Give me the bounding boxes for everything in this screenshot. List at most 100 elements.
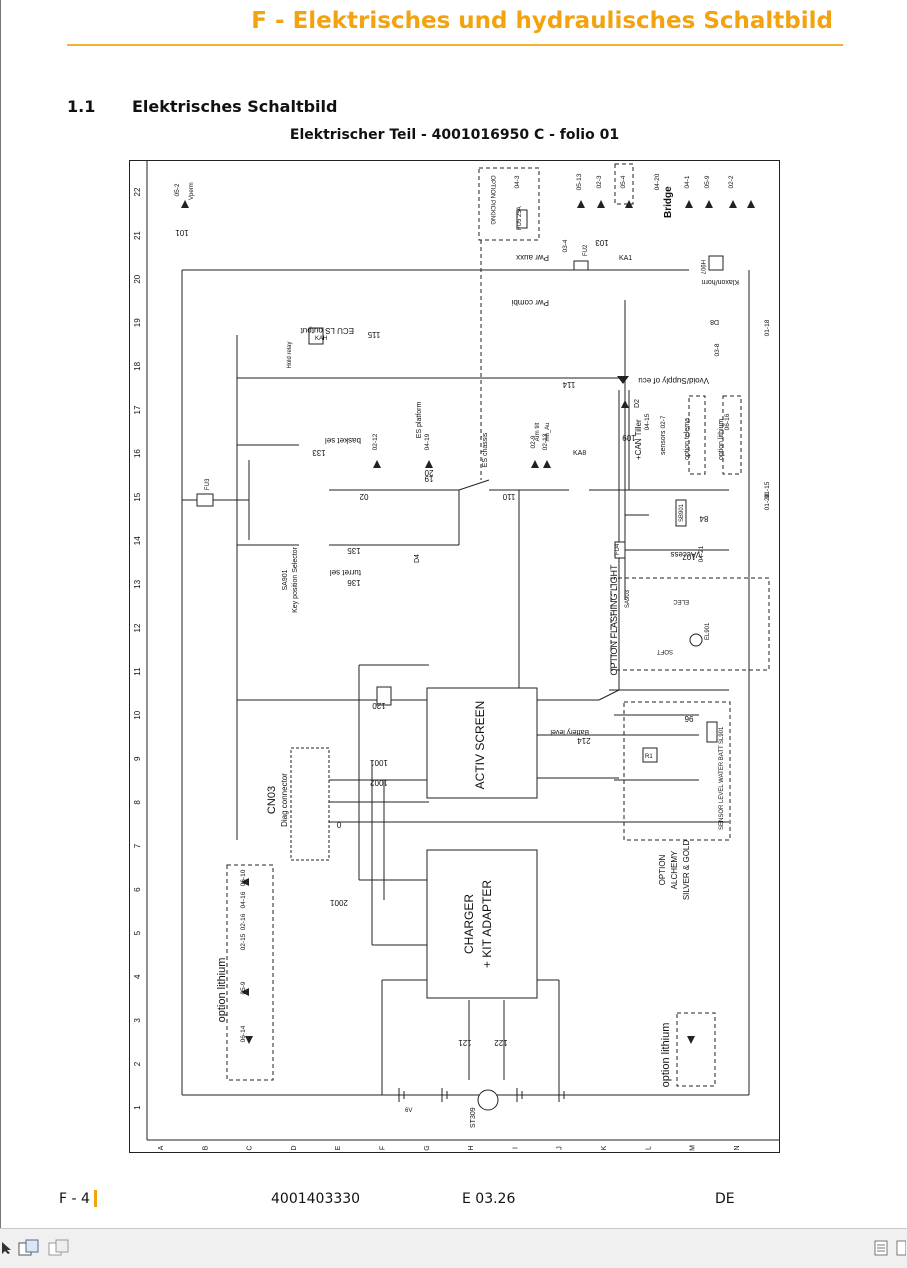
chapter-title: F - Elektrisches und hydraulisches Schal… xyxy=(251,8,833,34)
battery-level-label: Battery level xyxy=(550,728,589,735)
column-letter: I xyxy=(512,1147,519,1149)
cross-reference: 04-19 xyxy=(424,433,431,450)
row-number: 19 xyxy=(133,318,142,327)
fu3-label: FU3 xyxy=(205,478,211,490)
row-number: 6 xyxy=(133,887,142,892)
diagram-subtitle: Elektrischer Teil - 4001016950 C - folio… xyxy=(289,127,620,143)
signal-arrows xyxy=(181,200,755,1044)
column-letter: C xyxy=(247,1145,254,1150)
sa903-label: SA903 xyxy=(625,589,631,608)
row-number: 18 xyxy=(133,361,142,370)
cross-reference: 02-16 xyxy=(240,913,247,930)
cross-reference: 05-9 xyxy=(240,981,247,994)
fu2-label: FU2 xyxy=(583,244,589,256)
page-layout-icon[interactable] xyxy=(48,1239,70,1257)
panel-toggle-icon[interactable] xyxy=(896,1240,906,1256)
cross-reference: 04-1 xyxy=(684,175,691,188)
cross-reference: 02-3 xyxy=(596,175,603,188)
row-number: 4 xyxy=(133,974,142,979)
cross-reference: 06-14 xyxy=(240,1025,247,1042)
d2-label: D2 xyxy=(634,399,641,408)
column-letter: E xyxy=(335,1145,342,1150)
cross-reference: 01-28 xyxy=(764,493,771,510)
diagram-frame xyxy=(129,160,780,1153)
wire-number: 214 xyxy=(577,736,591,745)
option-picking-label: OPTION PICKING xyxy=(489,175,495,225)
document-properties-icon[interactable] xyxy=(874,1240,888,1256)
soft-label: SOFT xyxy=(657,648,673,654)
wire-number: 133 xyxy=(312,448,326,457)
row-number: 17 xyxy=(133,405,142,414)
wire-number: 120 xyxy=(372,701,386,710)
sa901-label: SA901 xyxy=(282,569,289,590)
turret-sel-label: turret sel xyxy=(330,568,361,577)
wire-number: 84 xyxy=(699,514,708,523)
column-letter: H xyxy=(468,1145,475,1150)
cross-reference: 04-16 xyxy=(240,891,247,908)
hold-relay-label: Hold relay xyxy=(287,341,293,368)
wire-number-labels: 1011151141331361351101091201001100220012… xyxy=(175,228,709,1047)
wire-number: 19 xyxy=(424,474,433,483)
cross-reference: 04-20 xyxy=(654,173,661,190)
column-letter: G xyxy=(424,1145,431,1150)
cross-reference: 06-16 xyxy=(724,413,731,430)
pwr-aux-label: Pwr auxx xyxy=(516,253,549,262)
cross-reference: 03-8 xyxy=(714,343,721,356)
column-letter: D xyxy=(291,1145,298,1150)
component-labels: OPTION FLASHING LIGHT option lithium opt… xyxy=(189,175,739,1128)
cn03-label: CN03 xyxy=(266,786,278,814)
el901-label: EL901 xyxy=(705,622,711,640)
wire-number: 109 xyxy=(622,433,636,442)
wire-number: 2001 xyxy=(330,898,348,907)
st309-label: ST309 xyxy=(470,1107,477,1128)
row-number: 20 xyxy=(133,274,142,283)
components xyxy=(196,209,724,1111)
alchemy-option-label: OPTION xyxy=(658,854,667,885)
arm-tilt-label: Arm tilt xyxy=(535,422,541,441)
pwr-combi-label: Pwr combi xyxy=(511,298,549,307)
wire-number: 103 xyxy=(595,238,609,247)
fu5-label: FU5 25A xyxy=(517,206,523,230)
row-number: 8 xyxy=(133,800,142,805)
ka8-label: KA8 xyxy=(573,450,586,457)
charger-label: CHARGER xyxy=(462,894,476,954)
cross-reference: 02-13 xyxy=(542,433,549,450)
footer-page-number: F - 4 xyxy=(59,1191,90,1207)
page-thumbnail-icon[interactable] xyxy=(18,1239,40,1257)
header-rule xyxy=(67,44,843,46)
viewer-toolbar xyxy=(0,1228,907,1268)
kit-adapter-label: + KIT ADAPTER xyxy=(480,880,494,968)
battery-voltage-label: 6V xyxy=(405,1108,412,1114)
column-letter: M xyxy=(690,1145,697,1151)
es-platform-label: ES platform xyxy=(416,402,423,439)
row-number: 21 xyxy=(133,231,142,240)
option-lithium-small-label: option lithium xyxy=(718,419,725,460)
wire-number: 1001 xyxy=(370,758,388,767)
cross-reference: 02-7 xyxy=(660,415,667,428)
column-letter: K xyxy=(601,1145,608,1150)
pointer-icon[interactable] xyxy=(2,1242,12,1254)
row-number: 10 xyxy=(133,710,142,719)
column-letter: F xyxy=(380,1146,387,1150)
cross-reference: 04-21 xyxy=(698,545,705,562)
sb901-label: SB901 xyxy=(679,503,685,522)
wire-number: 101 xyxy=(175,228,189,237)
sl901-label: SL901 xyxy=(719,726,725,744)
section-title: Elektrisches Schaltbild xyxy=(132,97,338,116)
activ-screen-block xyxy=(426,687,538,799)
alchemy-label: ALCHEMY xyxy=(670,850,679,889)
va-access-label: VAccess xyxy=(670,550,701,559)
cross-reference: 02-9 xyxy=(530,435,537,448)
flashing-light-label: OPTION FLASHING LIGHT xyxy=(609,564,619,676)
cross-reference: 04-15 xyxy=(644,413,651,430)
cn03-connector xyxy=(290,747,330,861)
fu4-label: FU4 xyxy=(615,543,621,555)
row-number: 3 xyxy=(133,1018,142,1023)
ecu-ls-label: ECU LS output xyxy=(300,326,354,335)
ka1-label: KA1 xyxy=(619,255,632,262)
main-wires xyxy=(181,269,750,1096)
row-number: 15 xyxy=(133,492,142,501)
row-number: 11 xyxy=(133,667,142,676)
